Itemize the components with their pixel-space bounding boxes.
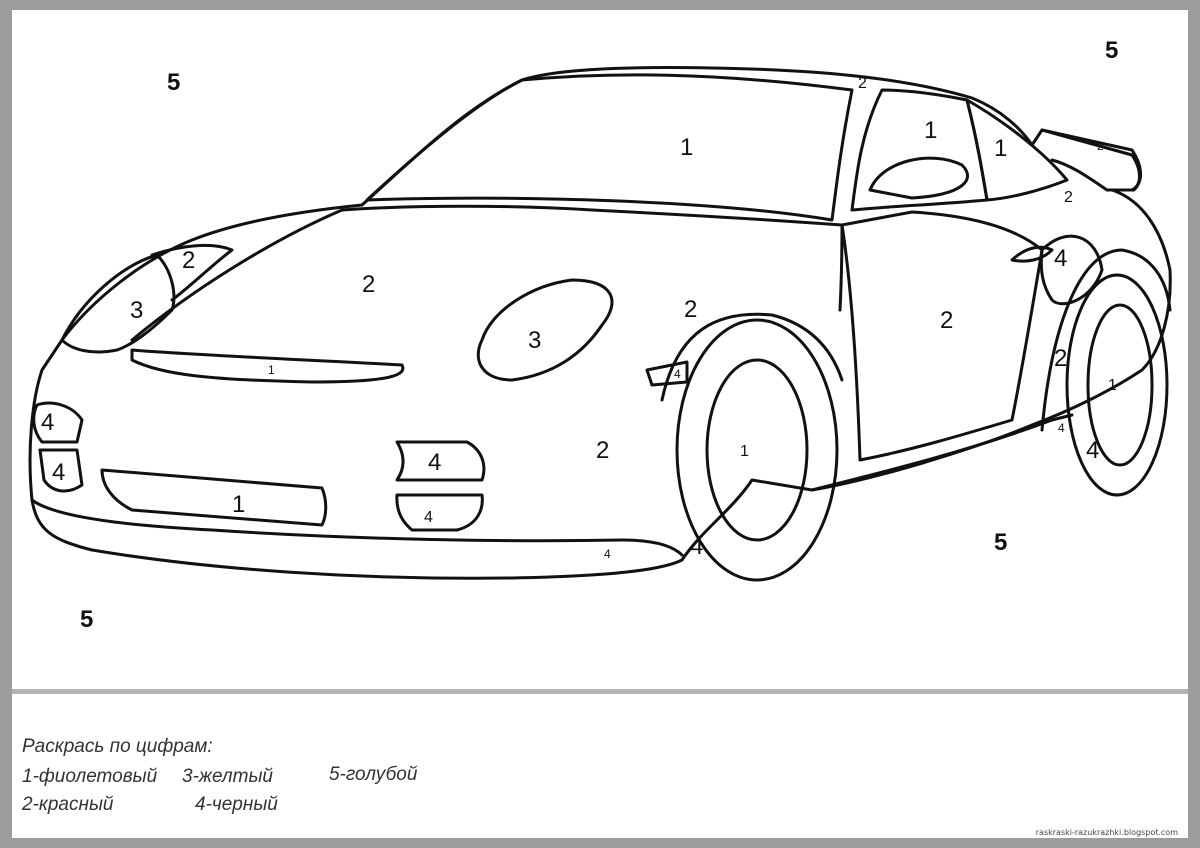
door-outline: [840, 210, 1044, 462]
zone-fog-top: 4: [41, 409, 54, 436]
zone-front-hub: 1: [740, 443, 749, 460]
legend-item-1: 1-фиолетовый: [22, 766, 158, 787]
zone-fender: 2: [684, 296, 697, 323]
zone-rear-window: 1: [994, 135, 1007, 162]
side-window-outline: [850, 88, 989, 212]
hood-vent-outline: [130, 348, 405, 384]
legend-title: Раскрась по цифрам:: [22, 736, 213, 757]
zone-intake-top: 4: [428, 449, 441, 476]
intake-bottom-outline: [395, 493, 484, 532]
rear-window-outline: [965, 98, 1069, 202]
zone-rear-quarter: 2: [1054, 345, 1067, 372]
legend-item-5: 5-голубой: [329, 764, 418, 785]
handle-outline: [1010, 245, 1054, 263]
zone-rear-hub: 1: [1108, 377, 1117, 394]
fog-bottom-outline: [38, 448, 84, 493]
zone-bg-tl: 5: [167, 69, 180, 96]
legend-item-4: 4-черный: [195, 794, 278, 815]
zone-grille: 1: [232, 491, 245, 518]
zone-door: 2: [940, 307, 953, 334]
left-surround-outline: [150, 243, 234, 302]
skirt-outline: [810, 413, 1074, 492]
zone-bg-br: 5: [994, 529, 1007, 556]
zone-rear-light: 4: [1054, 245, 1067, 272]
front-tire-outline: [675, 318, 839, 582]
grille-outline: [100, 468, 328, 527]
car-drawing: 5 5 5 5 1 1 1 2 2 2 2 2 2 2 2 2 3 3 1 1 …: [28, 37, 1172, 633]
zone-roof-trim: 2: [858, 75, 867, 92]
front-rim-outline: [705, 358, 809, 542]
spoiler-outline: [1040, 128, 1142, 192]
zone-hood-vent: 1: [268, 363, 275, 377]
zone-bumper: 2: [596, 437, 609, 464]
rear-rim-outline: [1086, 303, 1154, 467]
zone-bg-bl: 5: [80, 606, 93, 633]
right-headlight-outline: [476, 278, 614, 382]
zone-windshield: 1: [680, 134, 693, 161]
zone-left-headlight: 3: [130, 297, 143, 324]
zone-side-marker: 4: [674, 367, 681, 381]
legend-item-2: 2-красный: [22, 794, 114, 815]
zone-fog-bottom: 4: [52, 459, 65, 486]
front-arch-outline: [660, 312, 844, 402]
zone-hood: 2: [362, 271, 375, 298]
left-headlight-outline: [60, 253, 176, 354]
divider-line: [12, 689, 1188, 694]
zone-front-tire: 4: [690, 533, 703, 560]
zone-left-light-surround: 2: [182, 247, 195, 274]
footer-watermark: raskraski-razukrazhki.blogspot.com: [1035, 828, 1178, 837]
fog-top-outline: [32, 401, 84, 444]
rear-arch-outline: [1040, 248, 1172, 432]
intake-top-outline: [395, 440, 486, 482]
windshield-outline: [365, 73, 854, 222]
zone-rear-tire: 4: [1086, 437, 1099, 464]
zone-right-headlight: 3: [528, 327, 541, 354]
zone-spoiler-trim: 2: [1097, 139, 1104, 153]
rear-tire-outline: [1065, 273, 1169, 497]
rear-light-outline: [1039, 234, 1104, 306]
zone-lip: 4: [604, 547, 611, 561]
zone-intake-bottom: 4: [424, 509, 433, 526]
coloring-sheet: 5 5 5 5 1 1 1 2 2 2 2 2 2 2 2 2 3 3 1 1 …: [12, 10, 1188, 838]
zone-bg-tr: 5: [1105, 37, 1118, 64]
zone-side-skirt: 4: [1058, 421, 1065, 435]
legend-item-3: 3-желтый: [182, 766, 273, 787]
zone-rear-pillar: 2: [1064, 189, 1073, 206]
zone-side-window: 1: [924, 117, 937, 144]
mirror-outline: [868, 156, 969, 200]
bumper-outline: [30, 498, 684, 557]
